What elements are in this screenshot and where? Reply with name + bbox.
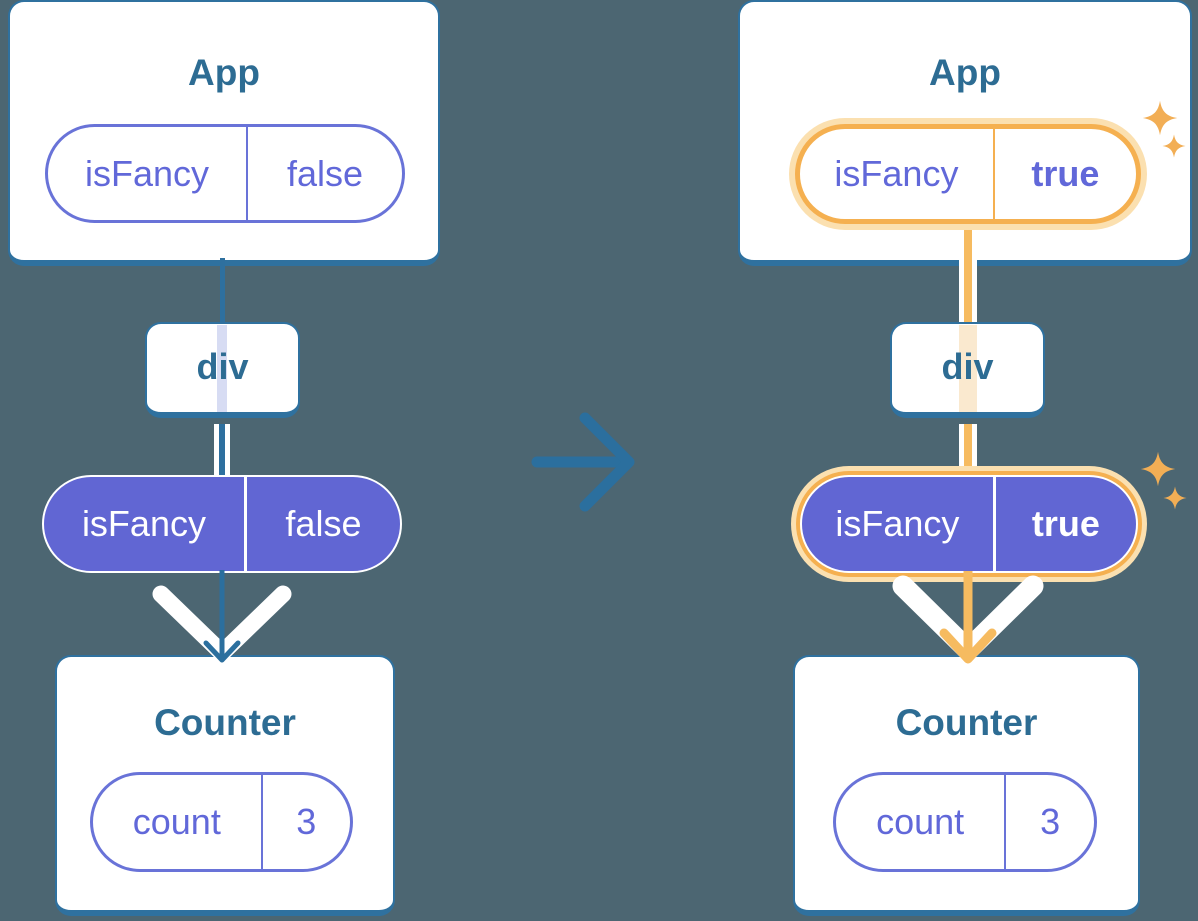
state-name-label: count xyxy=(93,775,263,869)
passed-prop-pill-right: isFancy true xyxy=(800,475,1138,573)
div-pass-through-stripe-left xyxy=(217,325,227,412)
down-arrow-left xyxy=(203,570,241,663)
state-value-label: 3 xyxy=(1040,801,1061,842)
div-card-left-label: div xyxy=(196,346,249,387)
prop-value-label: true xyxy=(1031,153,1100,194)
passed-prop-pill-left: isFancy false xyxy=(42,475,402,573)
state-value-label: 3 xyxy=(296,801,317,842)
app-card-left-title: App xyxy=(188,52,260,93)
div-to-pill-pipe-right xyxy=(959,424,977,476)
sparkle-icon xyxy=(1163,486,1187,510)
app-to-div-connector-left xyxy=(220,258,225,322)
prop-name-label: isFancy xyxy=(44,477,247,571)
prop-value-label: true xyxy=(1031,503,1100,544)
prop-value-label: false xyxy=(285,503,362,544)
prop-name-label: isFancy xyxy=(802,477,996,571)
app-to-div-connector-right xyxy=(959,228,977,322)
sparkle-icon xyxy=(1140,451,1176,487)
app-card-right-title: App xyxy=(929,52,1001,93)
div-pass-through-stripe-right xyxy=(959,325,977,412)
counter-state-pill-right: count 3 xyxy=(833,772,1097,872)
counter-card-right-title: Counter xyxy=(895,702,1038,743)
sparkle-icon xyxy=(1162,134,1186,158)
counter-state-pill-left: count 3 xyxy=(90,772,353,872)
prop-name-label: isFancy xyxy=(48,127,248,220)
div-card-right-label: div xyxy=(941,346,994,387)
sparkle-icon xyxy=(1142,100,1178,136)
counter-card-left-title: Counter xyxy=(154,702,296,743)
div-to-pill-pipe-left xyxy=(214,424,230,476)
state-name-label: count xyxy=(836,775,1007,869)
app-prop-pill-right: isFancy true xyxy=(795,124,1141,224)
down-arrow-right xyxy=(939,571,997,664)
prop-name-label: isFancy xyxy=(800,129,995,219)
app-prop-pill-left: isFancy false xyxy=(45,124,405,223)
prop-value-label: false xyxy=(286,152,364,194)
transition-right-arrow xyxy=(531,412,635,512)
